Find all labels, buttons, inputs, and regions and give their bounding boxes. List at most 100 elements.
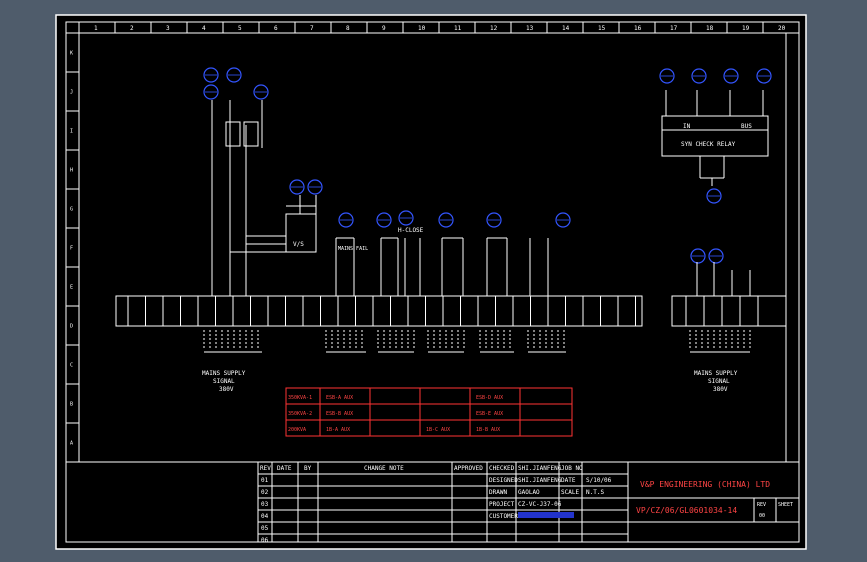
mains-right-line2: SIGNAL xyxy=(708,378,730,385)
row-letter: J xyxy=(70,90,73,96)
tb-date-value: S/10/06 xyxy=(586,477,612,484)
tb-sheet-label: SHEET xyxy=(778,502,793,508)
tb-company-name: V&P ENGINEERING (CHINA) LTD xyxy=(640,480,770,489)
tb-scale-label: SCALE xyxy=(561,489,579,496)
tb-checked-by: SHI.JIANFENG xyxy=(518,465,562,472)
tb-rev-entry: 02 xyxy=(261,489,269,496)
row-letter: H xyxy=(70,168,73,174)
tb-rev-entry: 01 xyxy=(261,477,269,484)
sheet-border xyxy=(55,14,807,550)
mains-right-line3: 380V xyxy=(713,386,728,393)
row-letter: G xyxy=(70,207,73,213)
tag-bubble xyxy=(398,210,414,226)
tb-rev-label: REV xyxy=(757,502,766,508)
column-number: 12 xyxy=(490,25,498,32)
tb-project-label: PROJECT xyxy=(489,501,515,508)
title-block xyxy=(66,461,799,542)
tb-rev-entry: 05 xyxy=(261,525,269,532)
plc-contacts xyxy=(335,237,549,296)
column-number: 9 xyxy=(382,25,386,32)
column-number: 1 xyxy=(94,25,98,32)
tag-bubble xyxy=(438,212,454,228)
tag-bubble xyxy=(691,68,707,84)
column-number: 6 xyxy=(274,25,278,32)
red-table-cell: 350KVA-2 xyxy=(288,411,312,417)
tb-change-header: CHANGE NOTE xyxy=(364,465,404,472)
tb-jobno-label: JOB NO xyxy=(561,465,583,472)
red-table-cell: ESB-A AUX xyxy=(326,395,353,401)
column-number: 19 xyxy=(742,25,750,32)
tag-bubble xyxy=(203,84,219,100)
vs-box-label: V/S xyxy=(293,241,304,248)
tag-bubble xyxy=(756,68,772,84)
column-number: 8 xyxy=(346,25,350,32)
column-number: 13 xyxy=(526,25,534,32)
red-table-cell: 350KVA-1 xyxy=(288,395,312,401)
syn-in-label: IN xyxy=(683,123,691,130)
red-table-cell: ESB-B AUX xyxy=(326,411,353,417)
column-number: 11 xyxy=(454,25,462,32)
column-number: 20 xyxy=(778,25,786,32)
syn-relay-label: SYN CHECK RELAY xyxy=(681,141,736,148)
tb-drawn-label: DRAWN xyxy=(489,489,507,496)
column-number: 17 xyxy=(670,25,678,32)
row-letter: E xyxy=(70,285,73,291)
mains-left-line3: 380V xyxy=(219,386,234,393)
mains-right-line1: MAINS SUPPLY xyxy=(694,370,738,377)
row-letter: A xyxy=(70,441,73,447)
tb-designed-by: SHI.JIANFENG xyxy=(518,477,562,484)
syn-check-relay: IN BUS SYN CHECK RELAY xyxy=(661,90,769,186)
column-number: 15 xyxy=(598,25,606,32)
tag-bubble xyxy=(555,212,571,228)
column-number: 4 xyxy=(202,25,206,32)
column-number: 10 xyxy=(418,25,426,32)
mains-left-line1: MAINS SUPPLY xyxy=(202,370,246,377)
row-letter: C xyxy=(70,363,73,369)
left-wiring: V/S xyxy=(211,100,317,296)
row-letter: K xyxy=(70,51,73,57)
h-close-label: H-CLOSE xyxy=(398,227,424,234)
red-table-cell: 1B-B AUX xyxy=(476,427,500,433)
red-table-cell: ESB-D AUX xyxy=(476,395,503,401)
right-wiring xyxy=(696,262,751,296)
syn-bus-label: BUS xyxy=(741,123,752,130)
column-number: 14 xyxy=(562,25,570,32)
tb-drawn-by: GAOLAO xyxy=(518,489,540,496)
column-number: 3 xyxy=(166,25,170,32)
column-number: 7 xyxy=(310,25,314,32)
tag-bubble xyxy=(203,67,219,83)
tb-project-value: CZ-VC-J37-06 xyxy=(518,501,562,508)
column-number: 2 xyxy=(130,25,134,32)
row-letter: I xyxy=(70,129,73,135)
tb-rev-entry: 06 xyxy=(261,537,269,544)
tag-bubble xyxy=(708,248,724,264)
tag-bubble xyxy=(723,68,739,84)
tb-rev-entry: 04 xyxy=(261,513,269,520)
tag-bubble xyxy=(690,248,706,264)
red-table-cell: 1B-A AUX xyxy=(326,427,350,433)
tb-checked-label: CHECKED xyxy=(489,465,515,472)
tag-bubble xyxy=(226,67,242,83)
red-table-cell: 200KVA xyxy=(288,427,306,433)
tag-bubble xyxy=(289,179,305,195)
tb-date-label: DATE xyxy=(561,477,576,484)
column-number: 16 xyxy=(634,25,642,32)
row-letter: B xyxy=(70,402,73,408)
mains-left-line2: SIGNAL xyxy=(213,378,235,385)
tb-approved-header: APPROVED xyxy=(454,465,483,472)
row-letter: F xyxy=(70,246,73,252)
tb-rev-value: 00 xyxy=(759,513,765,519)
tag-bubble xyxy=(376,212,392,228)
drawing-frame xyxy=(65,21,800,543)
column-number: 18 xyxy=(706,25,714,32)
reference-tags xyxy=(203,67,772,264)
tb-scale-value: N.T.S xyxy=(586,489,604,496)
terminal-strip-right xyxy=(671,295,787,327)
tag-bubble xyxy=(659,68,675,84)
tb-by-header: BY xyxy=(304,465,312,472)
tb-rev-header: REV xyxy=(260,465,271,472)
mains-fail-label: MAINS FAIL xyxy=(338,246,368,252)
red-load-table: 350KVA-1 ESB-A AUX ESB-D AUX 350KVA-2 ESB-B … xyxy=(285,387,573,437)
